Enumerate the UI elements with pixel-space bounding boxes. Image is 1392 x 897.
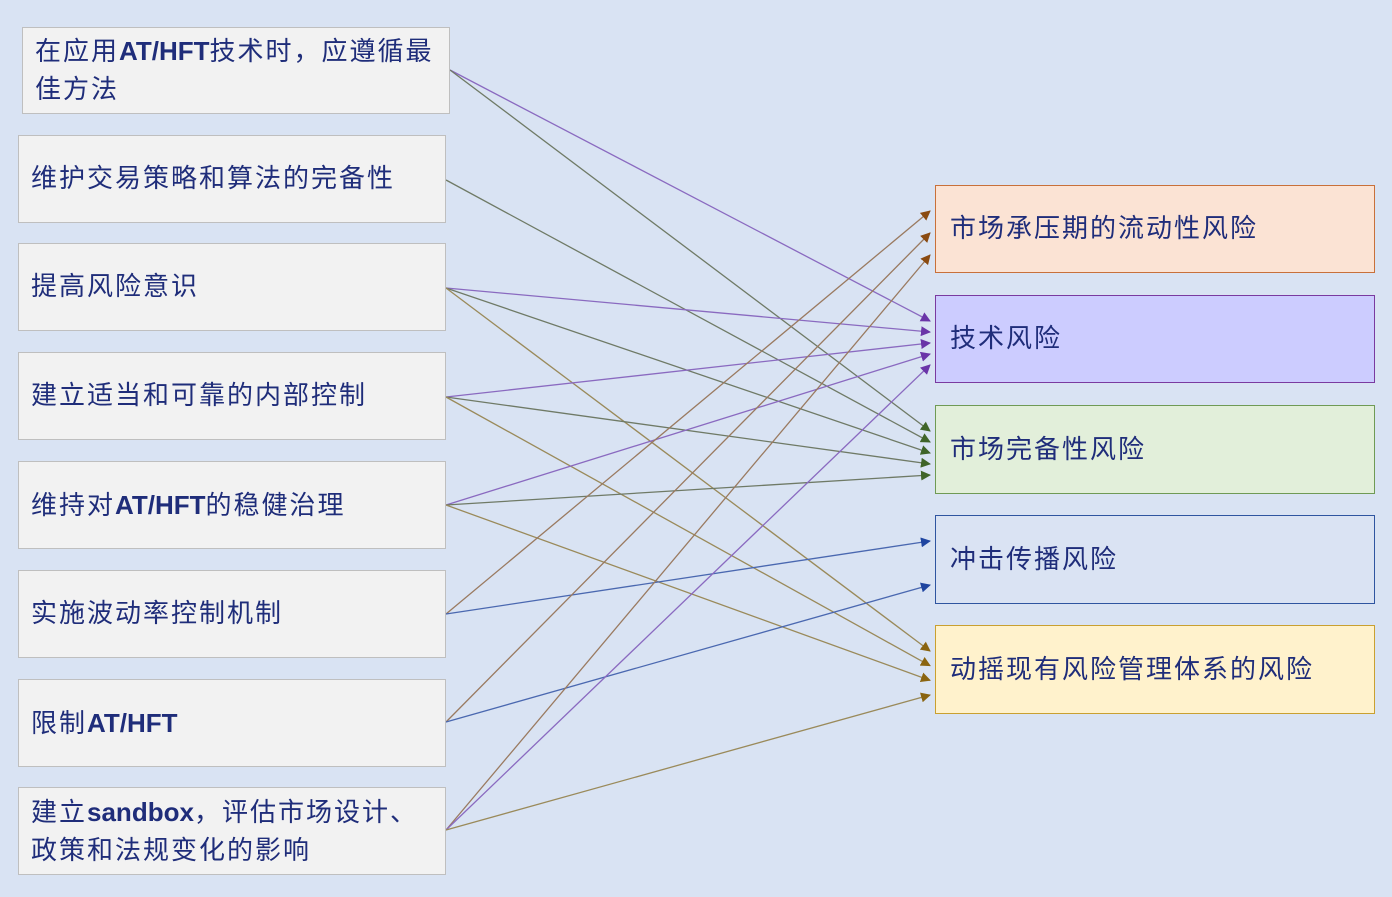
connector-arrow — [445, 470, 931, 506]
strategy-label: 维持对AT/HFT的稳健治理 — [31, 489, 346, 521]
strategy-label: 实施波动率控制机制 — [31, 599, 284, 629]
connector-arrow — [445, 254, 931, 831]
strategy-label: 建立sandbox，评估市场设计、政策和法规变化的影响 — [31, 796, 418, 866]
connector-arrow — [445, 287, 931, 652]
strategy-box-limit-hft: 限制AT/HFT — [18, 679, 446, 767]
connector-arrow — [445, 287, 931, 337]
risk-box-shock-propagation: 冲击传播风险 — [935, 515, 1375, 604]
connector-arrow — [445, 582, 931, 723]
strategy-box-internal-control: 建立适当和可靠的内部控制 — [18, 352, 446, 440]
risk-label: 冲击传播风险 — [950, 544, 1119, 575]
connector-arrow — [445, 396, 931, 667]
strategy-label: 限制AT/HFT — [31, 707, 178, 739]
risk-label: 技术风险 — [950, 324, 1063, 354]
strategy-box-governance: 维持对AT/HFT的稳健治理 — [18, 461, 446, 549]
risk-label: 动摇现有风险管理体系的风险 — [950, 654, 1315, 685]
connector-arrow — [445, 232, 931, 723]
connector-arrow — [445, 537, 931, 615]
strategy-box-risk-awareness: 提高风险意识 — [18, 243, 446, 331]
strategy-label: 在应用AT/HFT技术时，应遵循最佳方法 — [35, 36, 434, 105]
connector-arrow — [445, 179, 931, 443]
connector-arrow — [445, 210, 931, 615]
connector-arrow — [445, 692, 931, 831]
strategy-label: 提高风险意识 — [31, 272, 200, 302]
strategy-label: 建立适当和可靠的内部控制 — [31, 381, 368, 411]
connector-arrow — [445, 364, 931, 831]
connector-arrow — [445, 339, 931, 398]
risk-label: 市场承压期的流动性风险 — [950, 214, 1259, 244]
risk-label: 市场完备性风险 — [950, 434, 1147, 465]
connector-arrow — [445, 351, 931, 506]
strategy-box-best-practices: 在应用AT/HFT技术时，应遵循最佳方法 — [22, 27, 450, 114]
risk-box-risk-management: 动摇现有风险管理体系的风险 — [935, 625, 1375, 714]
risk-box-liquidity: 市场承压期的流动性风险 — [935, 185, 1375, 273]
strategy-box-sandbox: 建立sandbox，评估市场设计、政策和法规变化的影响 — [18, 787, 446, 875]
connector-arrow — [449, 69, 931, 322]
connector-arrow — [445, 504, 931, 682]
strategy-box-algorithm-integrity: 维护交易策略和算法的完备性 — [18, 135, 446, 223]
strategy-box-volatility-control: 实施波动率控制机制 — [18, 570, 446, 658]
connector-arrow — [449, 69, 931, 432]
strategy-label: 维护交易策略和算法的完备性 — [31, 164, 396, 194]
connector-arrow — [445, 396, 931, 468]
risk-box-technology: 技术风险 — [935, 295, 1375, 383]
risk-box-market-integrity: 市场完备性风险 — [935, 405, 1375, 494]
